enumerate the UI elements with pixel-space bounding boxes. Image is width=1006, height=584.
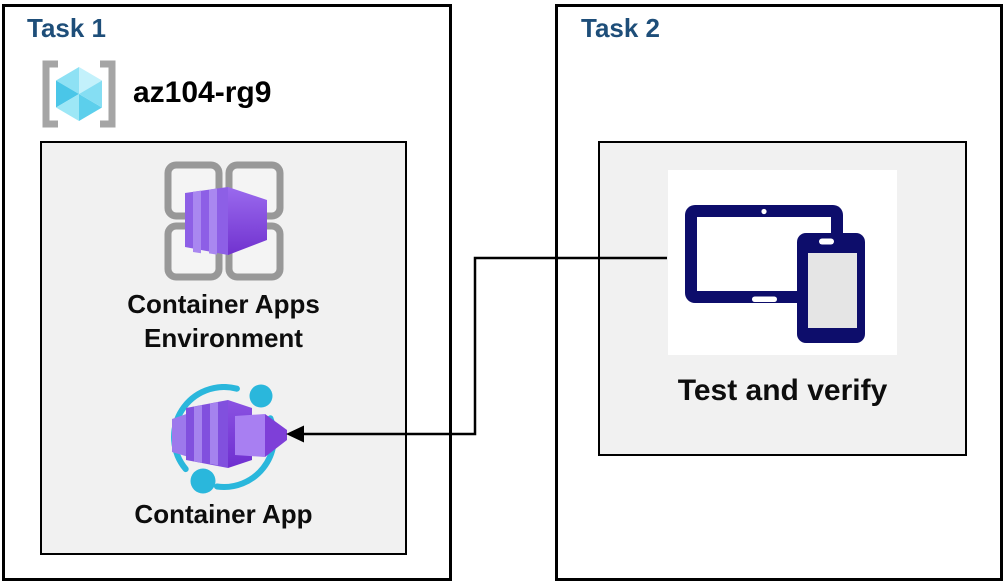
container-app-icon <box>171 384 287 494</box>
test-and-verify-label: Test and verify <box>677 374 888 407</box>
environment-label-line2: Environment <box>144 323 303 353</box>
container-app-label: Container App <box>134 499 313 529</box>
task2-title: Task 2 <box>581 13 661 43</box>
resource-group-name: az104-rg9 <box>133 76 272 109</box>
resource-group-icon <box>42 60 116 128</box>
container-apps-environment-icon <box>164 161 284 281</box>
environment-label-line1: Container Apps <box>127 289 320 319</box>
container-apps-environment-label: Container Apps Environment <box>40 287 407 355</box>
tablet-and-phone-icon <box>685 205 865 343</box>
task1-title: Task 1 <box>27 13 107 43</box>
